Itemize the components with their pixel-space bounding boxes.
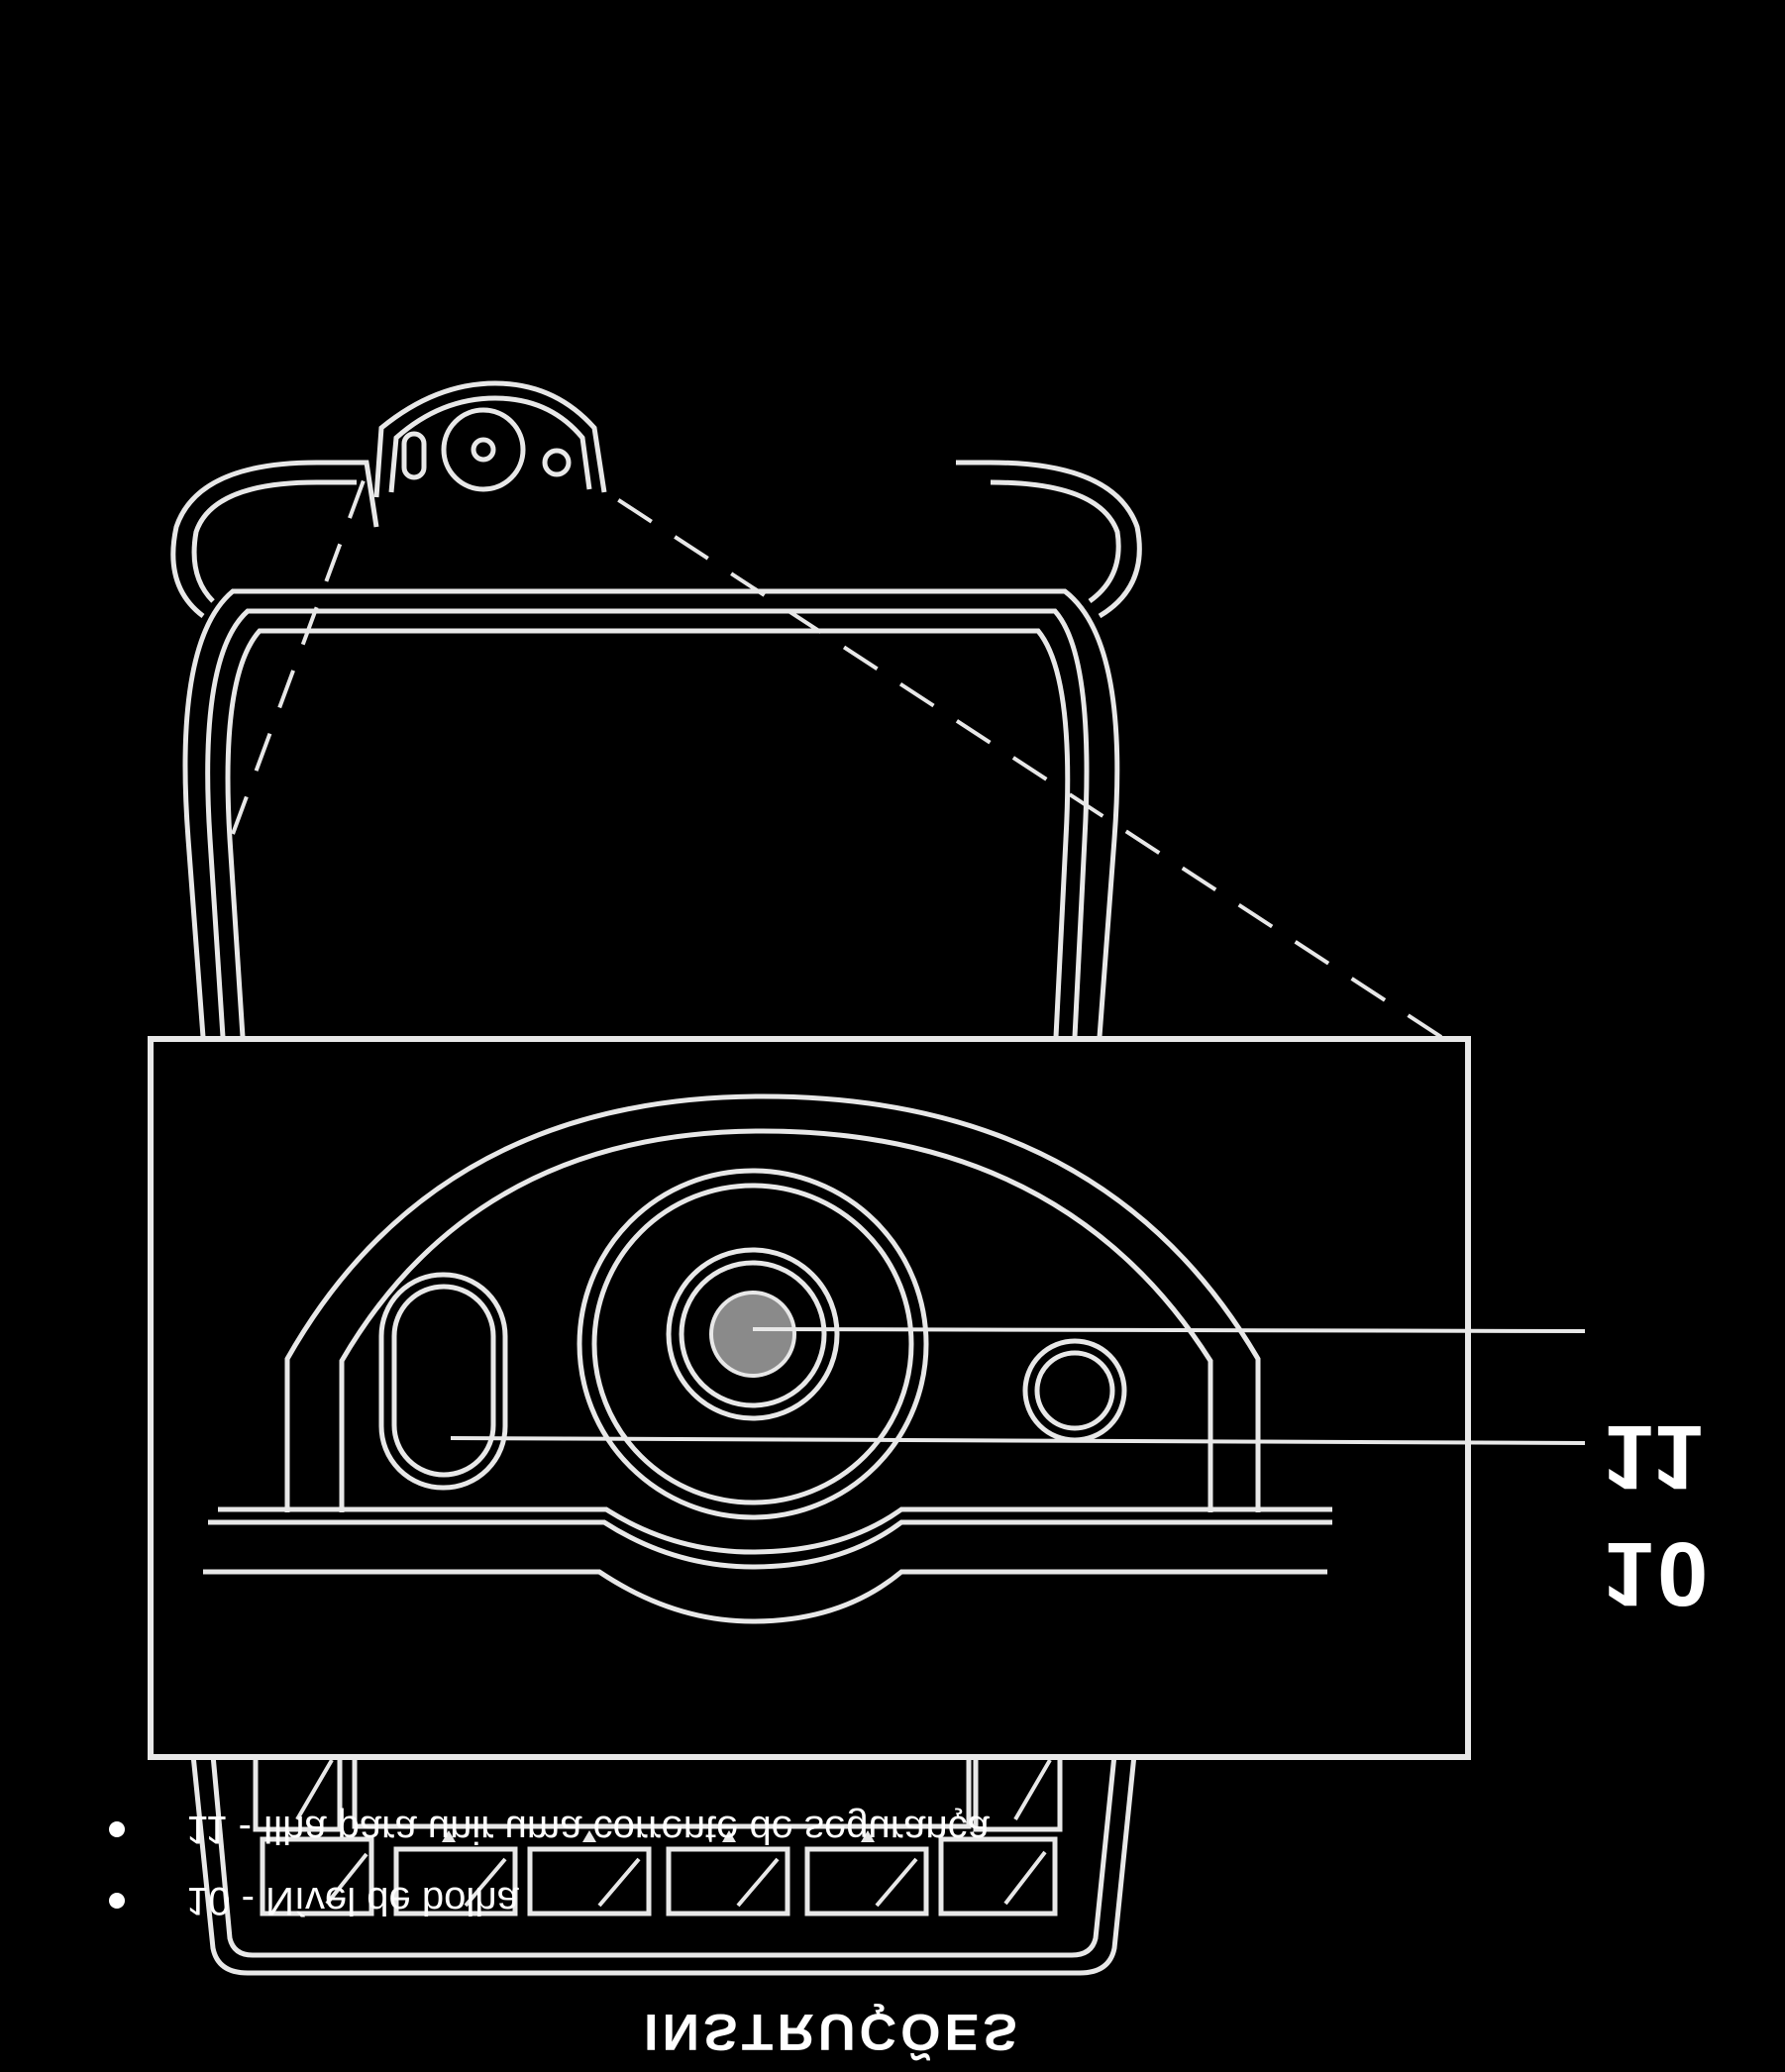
left-foot [170,460,379,618]
key-left-lower-mark [295,1758,334,1821]
key-6 [938,1836,1058,1917]
key-arrows [442,1830,875,1842]
legend-bullet [109,1821,125,1837]
base-feet [170,380,1142,619]
bottom-knob-center [471,437,496,463]
dashed-line-diagonal [612,495,1443,1039]
key-4-mark [736,1857,780,1908]
bottom-knob-housing [373,380,607,498]
inset-housing-outer [284,1093,1261,1512]
level-ring-4 [679,1260,827,1408]
legend-text: 11 - Ilha para unir uma corrente de segu… [186,1808,990,1851]
key-2-mark [464,1857,507,1908]
level-ring-outer [577,1168,929,1520]
key-6-mark [1003,1850,1047,1906]
inset-housing-inner [339,1128,1213,1512]
legend-bullet [109,1893,125,1909]
inset-rail-2 [208,1519,1332,1570]
keypad-area [190,1734,1137,1976]
key-right-lower-mark [1013,1758,1052,1821]
dashed-lines [231,471,1443,1039]
arrow-1 [442,1830,456,1842]
small-knob-inner [1034,1350,1115,1431]
leader-line-10 [752,1327,1586,1333]
key-slash-marks [295,1758,1052,1908]
eye-capsule-outer [378,1272,508,1491]
leader-line-11 [450,1436,1586,1445]
key-4 [666,1846,790,1917]
inset-top-rail [203,1569,1327,1624]
body-outer-outline [182,588,1120,1038]
arrow-3 [722,1830,736,1842]
key-5-mark [875,1857,918,1908]
body-inner-outline-2 [225,628,1071,1038]
caption-block: INSTRUÇÕES 10 - Nível de bolha 11 - Ilha… [0,1808,1785,2072]
arrow-2 [582,1830,596,1842]
keypad-outer-outline [190,1754,1137,1976]
key-1 [260,1836,374,1917]
bottom-knob-side-dot [542,448,572,477]
bottom-knob [401,407,572,492]
device-body [182,588,1120,1038]
keypad-inner-outline [210,1754,1117,1958]
bottom-knob-housing-inner [388,395,592,493]
inset-rail-3 [218,1506,1332,1555]
bottom-knob-slot [401,431,427,480]
leader-lines [450,1327,1586,1445]
level-ring-3 [666,1247,840,1421]
bottom-knob-ring [441,407,526,492]
key-2 [393,1846,518,1917]
key-1-mark [325,1852,368,1906]
callout-10-label: 10 [1603,1523,1713,1624]
dashed-line-left [231,471,368,835]
right-foot [956,460,1142,619]
key-3 [527,1846,652,1917]
left-foot-inner [191,479,357,603]
arrow-4 [861,1830,875,1842]
callout-11-label: 11 [1603,1406,1708,1507]
body-inner-outline [205,608,1090,1038]
level-ring-2 [591,1183,914,1505]
level-bubble [709,1291,796,1378]
inset-detail [203,1093,1332,1624]
right-foot-inner [990,479,1121,604]
key-3-mark [597,1857,641,1908]
eye-capsule-inner [391,1284,496,1478]
legend-list: 10 - Nível de bolha 11 - Ilha para unir … [109,1808,1397,2072]
key-5 [804,1846,929,1917]
legend-text: 10 - Nível de bolha [186,1879,519,1922]
